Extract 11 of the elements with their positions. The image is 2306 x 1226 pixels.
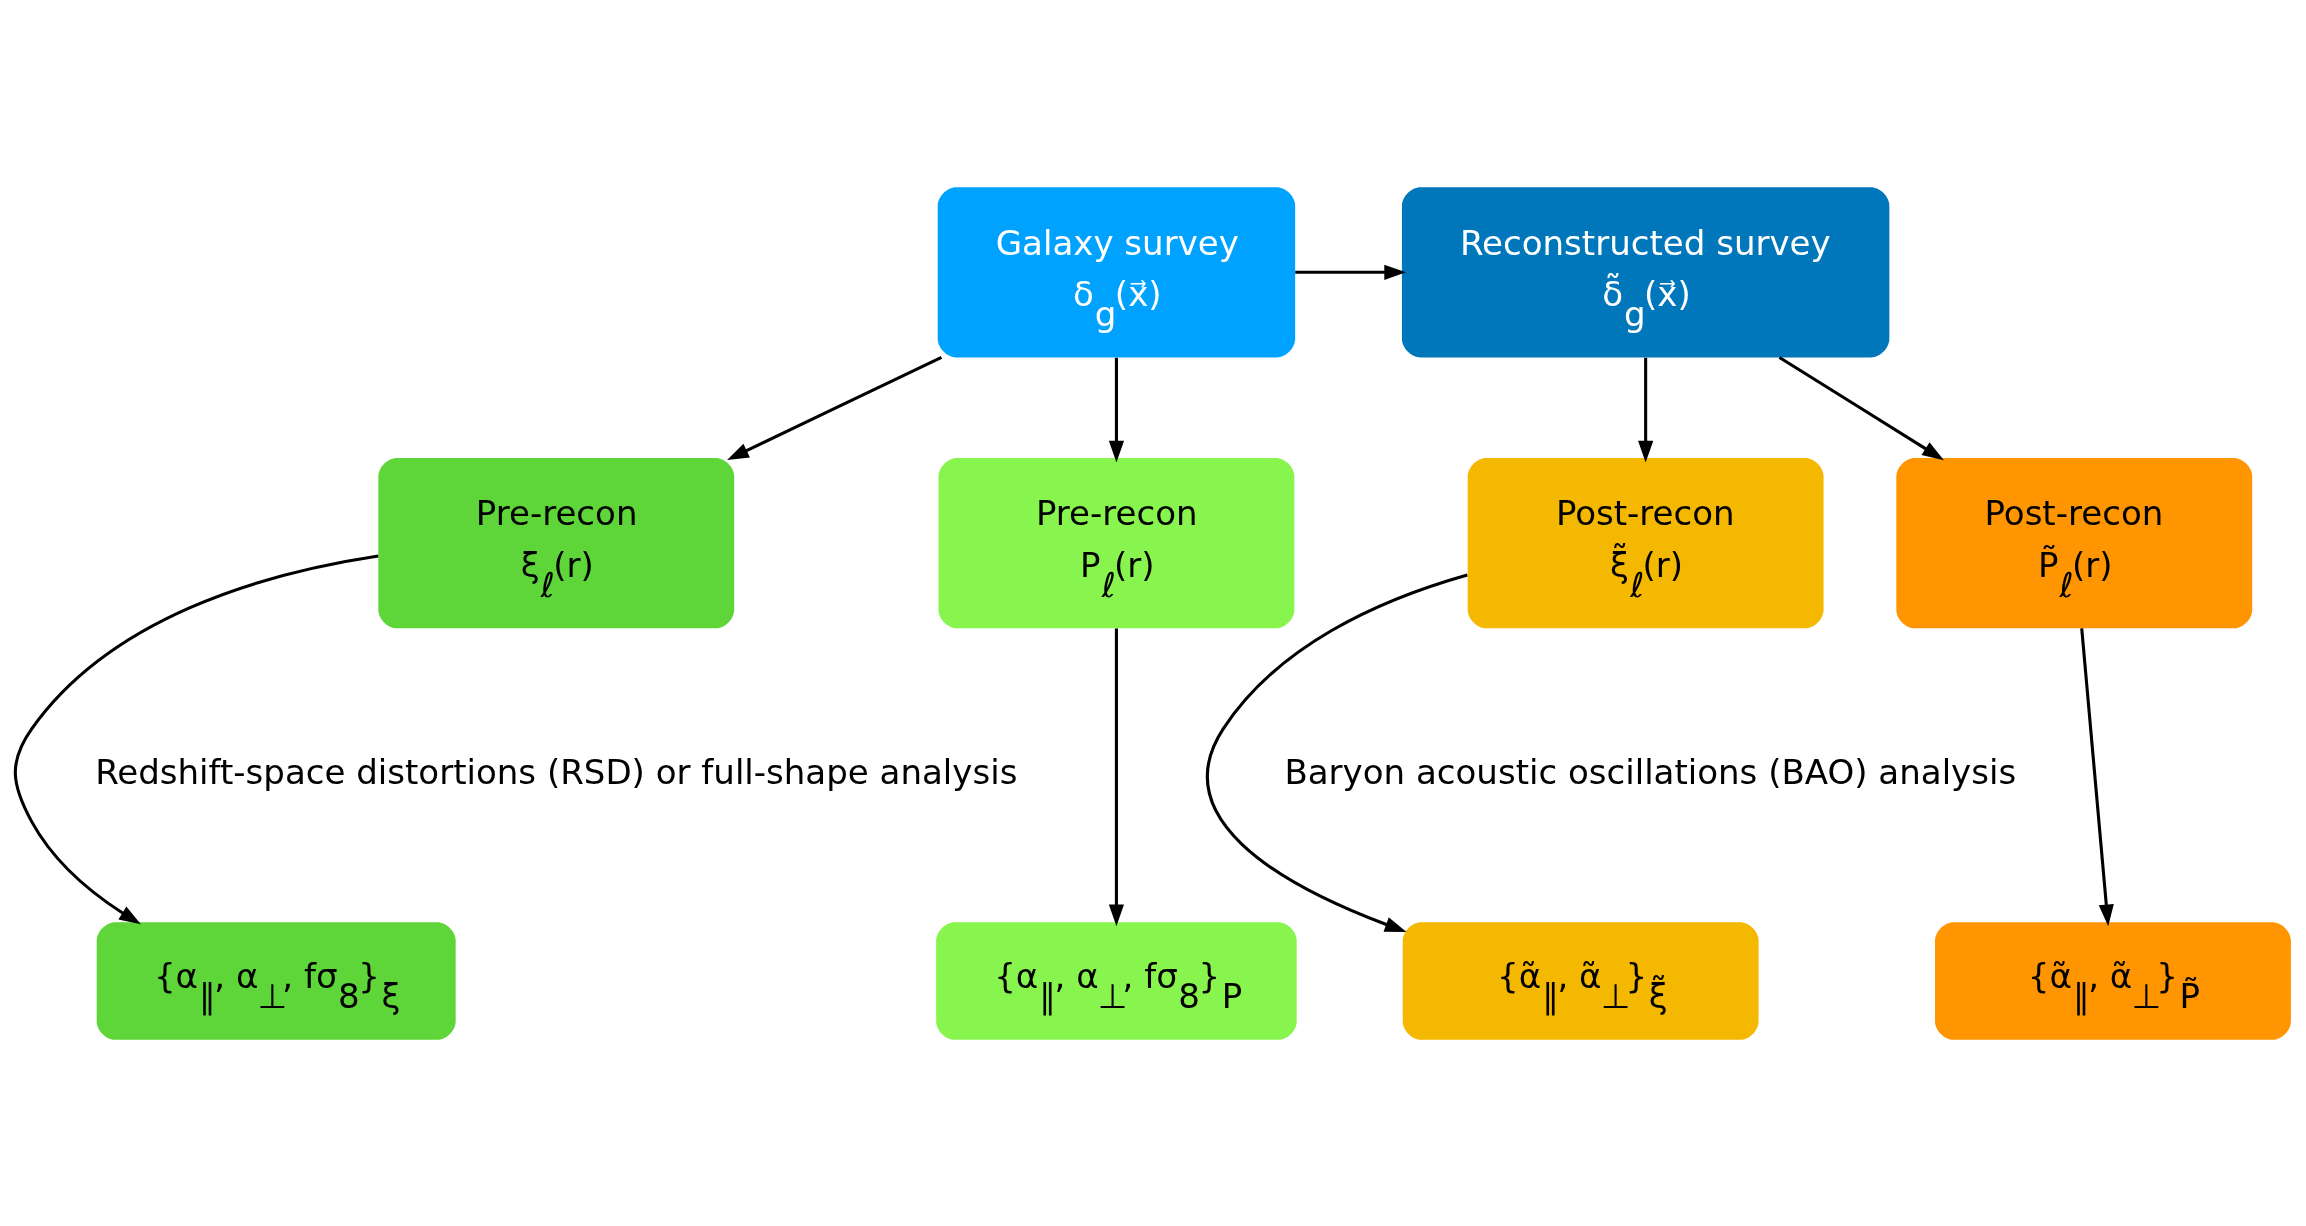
arrow xyxy=(727,355,943,460)
label: Redshift-space distortions (RSD) or full-shape analysis xyxy=(95,751,1018,792)
arrow xyxy=(1206,573,1468,932)
arrow xyxy=(1778,355,1944,460)
arrow xyxy=(2080,627,2114,926)
label: Baryon acoustic oscillations (BAO) analysis xyxy=(1284,751,2017,792)
arrow xyxy=(1108,628,1124,926)
arrow xyxy=(1108,357,1124,463)
arrow xyxy=(13,553,379,924)
arrow xyxy=(1638,357,1654,463)
arrow xyxy=(1295,264,1406,280)
